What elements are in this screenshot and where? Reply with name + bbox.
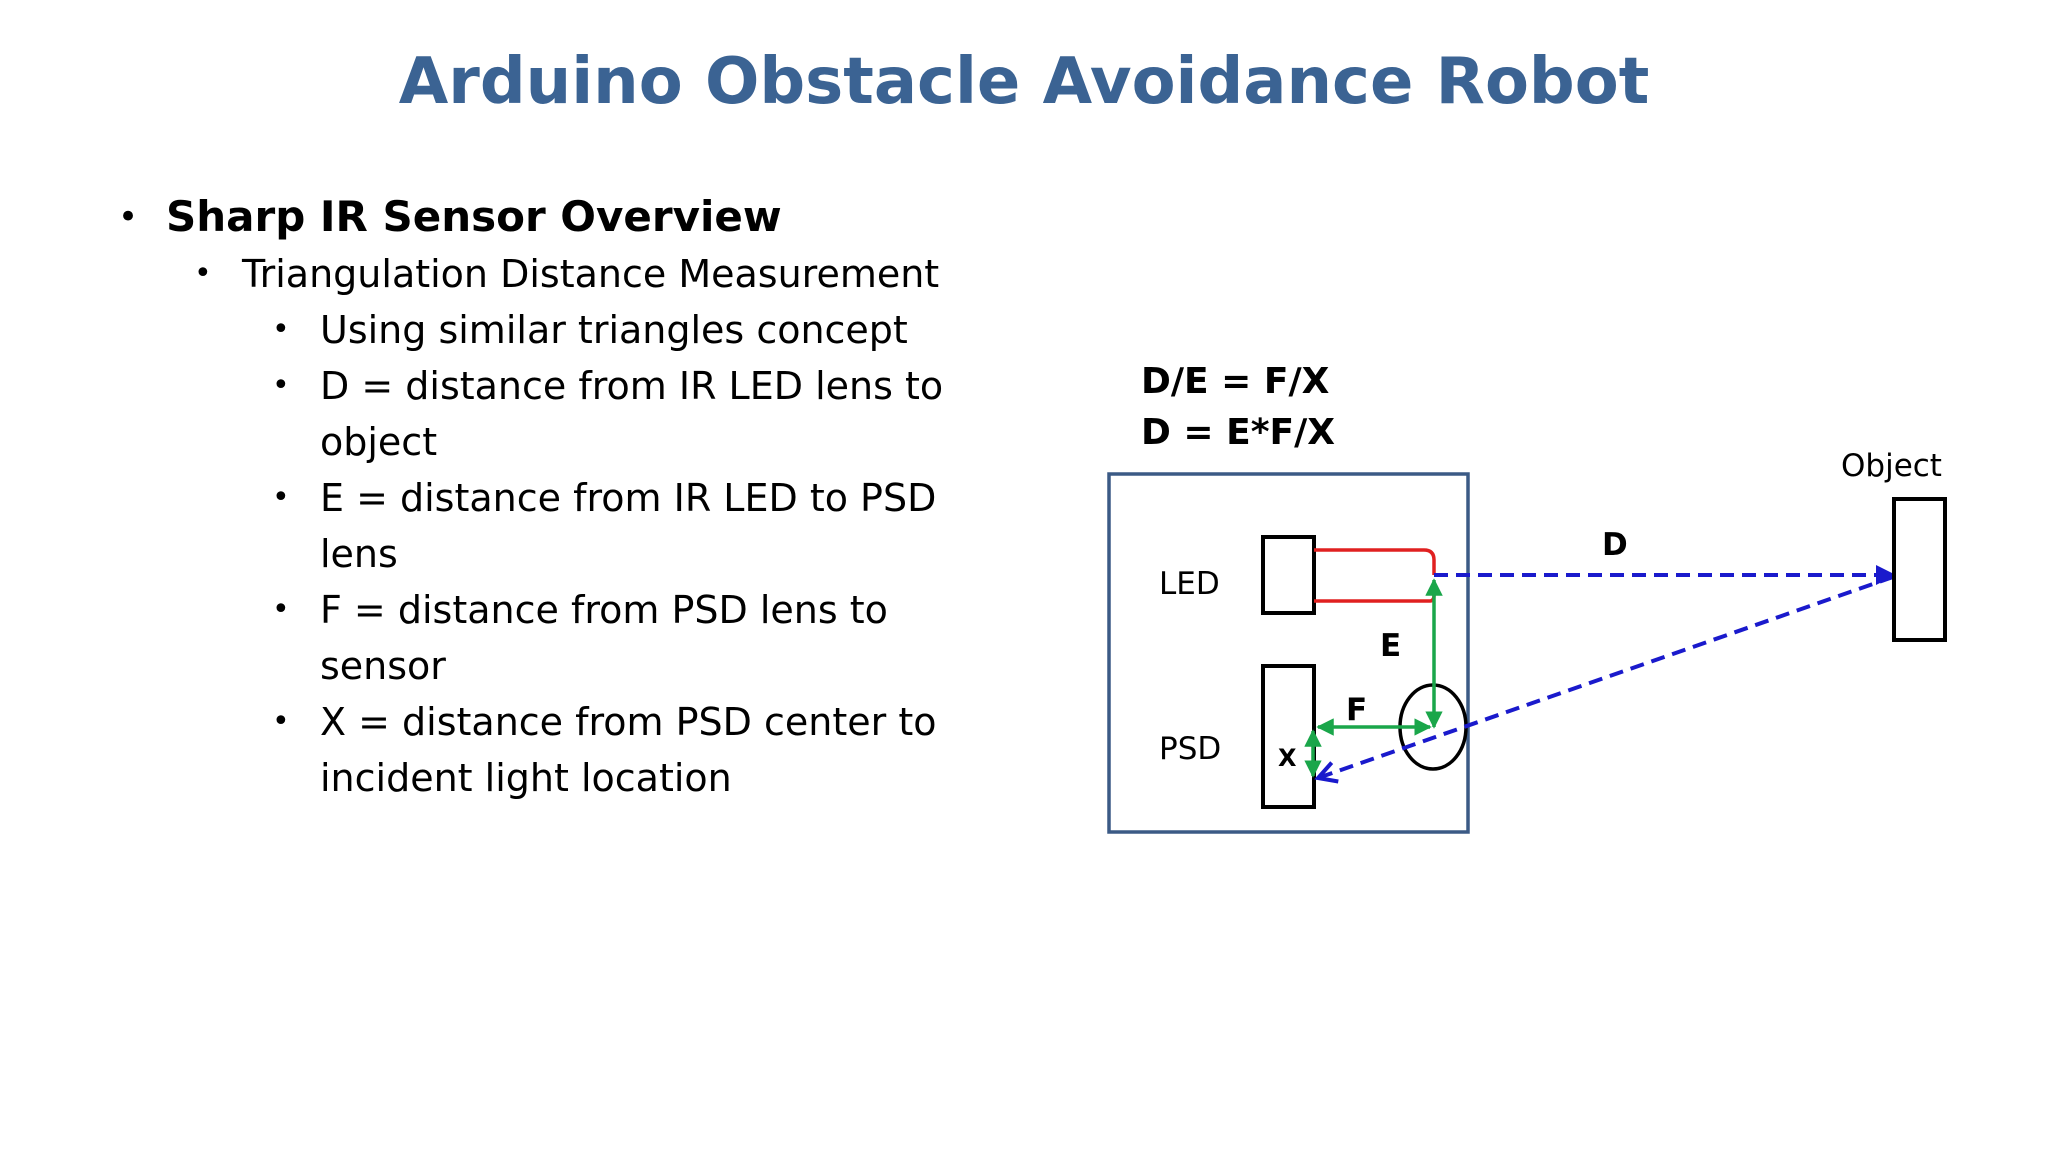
bullet-subheading: • Triangulation Distance Measurement [118,246,1018,302]
bullet-point-text: X = distance from PSD center to incident… [320,700,937,800]
formula-distance: D = E*F/X [1141,412,1335,453]
bullet-point: • X = distance from PSD center to incide… [118,694,1010,806]
reflected-light-path [1318,575,1894,778]
bullet-subheading-text: Triangulation Distance Measurement [242,252,940,296]
psd-label: PSD [1159,731,1221,767]
bullet-point-text: F = distance from PSD lens to sensor [320,588,888,688]
target-object [1892,497,1947,642]
bullet-dot-icon: • [118,197,139,237]
bullet-dot-icon: • [194,256,212,291]
led-label: LED [1159,566,1220,602]
bullet-point-text: D = distance from IR LED lens to object [320,364,944,464]
object-label: Object [1841,448,1942,484]
label-e: E [1380,628,1401,664]
led-emitter [1261,535,1316,615]
label-f: F [1346,692,1367,728]
bullet-point: • F = distance from PSD lens to sensor [118,582,1010,694]
psd-sensor [1261,664,1316,809]
bullet-heading: • Sharp IR Sensor Overview [118,186,1018,248]
bullet-point: • Using similar triangles concept [118,302,1010,358]
bullet-dot-icon: • [272,312,290,347]
bullet-point-text: Using similar triangles concept [320,308,908,352]
sensor-housing [1107,472,1470,834]
bullet-point-text: E = distance from IR LED to PSD lens [320,476,937,576]
emitted-beam [1314,548,1436,603]
label-x: X [1278,744,1297,772]
bullet-point: • D = distance from IR LED lens to objec… [118,358,1010,470]
bullet-dot-icon: • [272,368,290,403]
bullet-list: • Sharp IR Sensor Overview • Triangulati… [118,186,1018,806]
formula-ratio: D/E = F/X [1141,361,1330,402]
label-d: D [1602,527,1628,563]
bullet-dot-icon: • [272,704,290,739]
bullet-dot-icon: • [272,480,290,515]
slide-title: Arduino Obstacle Avoidance Robot [398,45,1650,119]
bullet-dot-icon: • [272,592,290,627]
bullet-point: • E = distance from IR LED to PSD lens [118,470,1010,582]
bullet-heading-text: Sharp IR Sensor Overview [166,192,782,241]
